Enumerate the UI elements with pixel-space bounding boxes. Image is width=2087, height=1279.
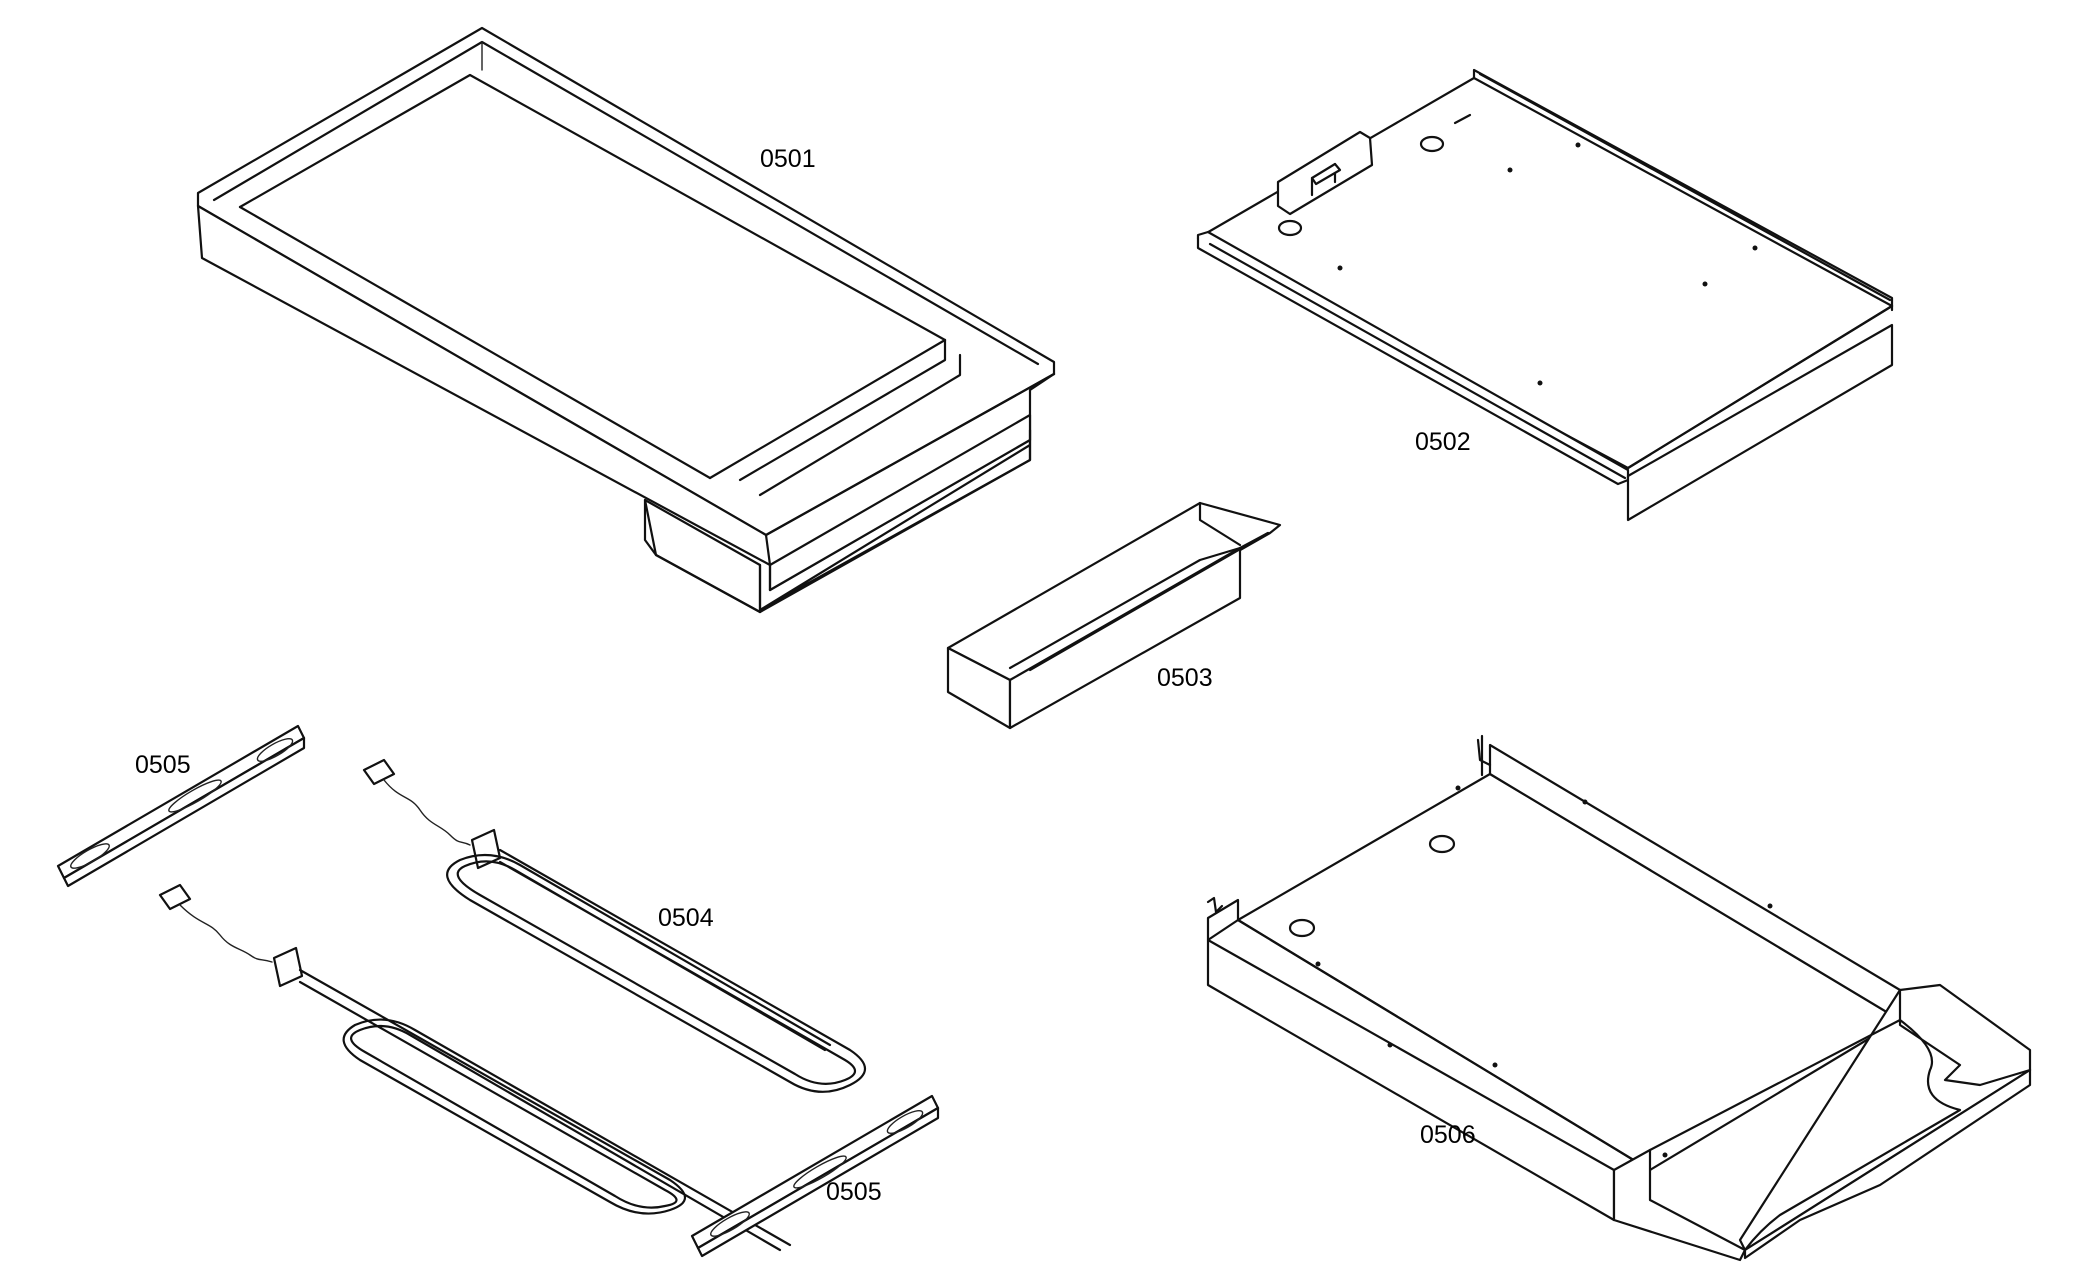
label-0505-bottom: 0505 — [826, 1178, 882, 1206]
part-channel-drawing — [946, 501, 1282, 730]
label-0505-top: 0505 — [135, 751, 191, 779]
part-plate-drawing — [1196, 68, 1894, 522]
part-bracket-bottom-drawing — [690, 1094, 940, 1258]
label-0504: 0504 — [658, 904, 714, 932]
label-0506: 0506 — [1420, 1121, 1476, 1149]
label-0502: 0502 — [1415, 428, 1471, 456]
part-base-pan-drawing — [1206, 734, 2032, 1262]
part-tray-drawing — [196, 26, 1056, 614]
label-0503: 0503 — [1157, 664, 1213, 692]
label-0501: 0501 — [760, 145, 816, 173]
part-bracket-top-drawing — [56, 724, 306, 888]
part-heater-drawing — [158, 758, 867, 1252]
